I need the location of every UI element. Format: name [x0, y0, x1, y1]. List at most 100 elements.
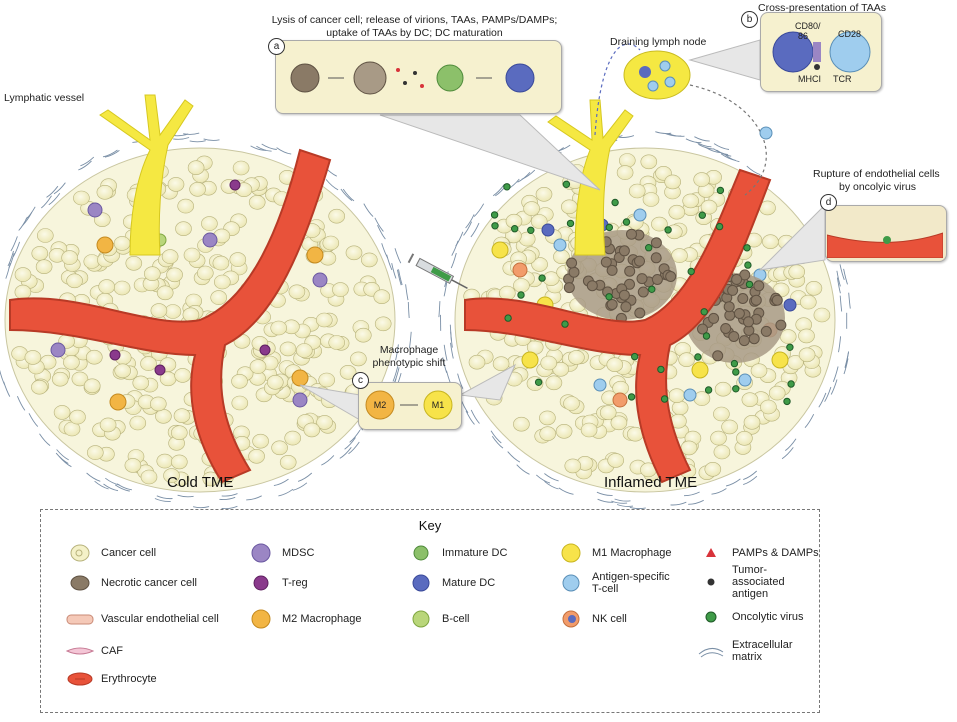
key-label: Tumor-associated antigen — [732, 564, 785, 600]
key-label: Mature DC — [442, 577, 496, 589]
cancer-cell — [315, 312, 333, 328]
cancer-cell — [51, 371, 69, 387]
necrotic-cell-icon — [70, 575, 90, 591]
m2-macrophage-cell — [109, 393, 127, 411]
extracellular-matrix-fiber — [839, 264, 845, 280]
extracellular-matrix-fiber — [450, 331, 453, 348]
oncolytic-virus-particle — [732, 368, 740, 376]
cancer-cell — [564, 458, 582, 474]
cancer-cell — [161, 249, 179, 264]
extracellular-matrix-fiber — [465, 410, 475, 425]
necrotic-cancer-cell — [750, 294, 762, 306]
cancer-cell — [164, 304, 182, 319]
oncolytic-virus-particle — [490, 211, 499, 219]
key-symbol — [556, 608, 586, 630]
extracellular-matrix-fiber — [273, 478, 289, 487]
extracellular-matrix-fiber — [261, 143, 277, 150]
m1-label: M1 — [431, 400, 445, 410]
extracellular-matrix-fiber — [781, 447, 794, 460]
cancer-cell — [279, 341, 297, 357]
cancer-cell — [664, 174, 682, 190]
cancer-cell — [171, 425, 188, 441]
cancer-cell — [710, 430, 727, 446]
cancer-cell — [69, 409, 86, 425]
t-cell — [683, 388, 697, 402]
cancer-cell — [607, 453, 625, 468]
cancer-cell — [523, 201, 540, 216]
cancer-cell — [513, 278, 530, 293]
cancer-cell — [693, 172, 711, 187]
oncolytic-virus-particle — [566, 219, 575, 228]
key-item: NK cell — [556, 608, 627, 630]
extracellular-matrix-fiber — [114, 484, 130, 492]
key-item: Extracellular matrix — [696, 639, 819, 663]
cancer-cell — [350, 351, 367, 367]
oncolytic-virus-particle — [700, 308, 708, 316]
extracellular-matrix-fiber — [278, 488, 294, 497]
necrotic-cancer-cell — [697, 323, 708, 335]
mdsc-cell — [50, 342, 66, 358]
cancer-cell — [83, 378, 101, 394]
necrotic-cancer-cell — [620, 301, 632, 313]
cancer-cell — [555, 423, 573, 439]
key-label: MDSC — [282, 547, 315, 559]
key-item: M2 Macrophage — [246, 608, 362, 630]
cancer-cell — [210, 290, 227, 305]
cancer-cell — [201, 216, 218, 231]
oncolytic-virus-particle — [787, 380, 795, 388]
cancer-cell — [518, 231, 536, 247]
key-label: NK cell — [592, 613, 627, 625]
cancer-cell — [762, 234, 779, 249]
lysis-label-line1: Lysis of cancer cell; release of virions… — [271, 14, 558, 26]
cancer-cell — [704, 461, 722, 477]
extracellular-matrix-fiber — [103, 483, 119, 492]
key-item: T-reg — [246, 572, 308, 594]
key-label: Extracellular matrix — [732, 639, 793, 663]
cancer-cell — [768, 385, 786, 401]
cancer-cell — [166, 267, 183, 283]
extracellular-matrix-fiber — [450, 342, 454, 359]
mature-dc-cell — [783, 298, 797, 312]
extracellular-matrix-fiber — [41, 195, 52, 209]
cancer-cell — [231, 395, 249, 411]
oncolytic-virus-particle — [745, 280, 754, 289]
mhci-label: MHCI — [798, 74, 821, 84]
cancer-cell — [36, 228, 54, 243]
mdsc-icon — [251, 543, 271, 563]
erythrocyte-icon — [67, 672, 93, 686]
lymphatic-vessel-label: Lymphatic vessel — [4, 92, 85, 104]
extracellular-matrix-fiber — [711, 488, 727, 495]
nk-cell — [512, 262, 528, 278]
cancer-cell — [189, 182, 206, 197]
oncolytic-virus-icon — [705, 611, 717, 623]
macrophage-shift-label-line1: Macrophage — [379, 344, 439, 356]
oncolytic-virus-particle — [511, 225, 519, 233]
cancer-cell — [114, 363, 131, 379]
cancer-cell — [150, 303, 168, 318]
extracellular-matrix-fiber — [221, 493, 238, 497]
oncolytic-virus-particle — [743, 244, 751, 252]
extracellular-matrix-fiber — [746, 165, 761, 176]
necrotic-cancer-cell — [771, 294, 783, 306]
extracellular-matrix-fiber — [246, 495, 262, 501]
cancer-cell — [183, 247, 201, 263]
m1-macrophage-cell — [521, 351, 539, 369]
antigen-icon — [707, 578, 715, 586]
extracellular-matrix-fiber — [836, 270, 841, 287]
key-item: CAF — [65, 640, 123, 662]
extracellular-matrix-fiber — [516, 464, 530, 475]
cancer-cell — [271, 440, 288, 456]
cancer-cell — [700, 199, 718, 215]
extracellular-matrix-fiber — [398, 269, 403, 286]
mdsc-cell — [202, 232, 218, 248]
draining-lymph-node-label: Draining lymph node — [610, 36, 707, 48]
extracellular-matrix-fiber — [473, 203, 485, 217]
extracellular-matrix-fiber — [694, 136, 710, 142]
macrophage-shift-label-line2: phenotypic shift — [372, 357, 446, 369]
key-item: PAMPs & DAMPs — [696, 542, 819, 564]
mdsc-cell — [292, 392, 308, 408]
extracellular-matrix-fiber — [250, 145, 267, 151]
cancer-cell — [799, 294, 817, 310]
cancer-cell — [568, 350, 585, 365]
oncolytic-virus-particle — [744, 261, 752, 269]
